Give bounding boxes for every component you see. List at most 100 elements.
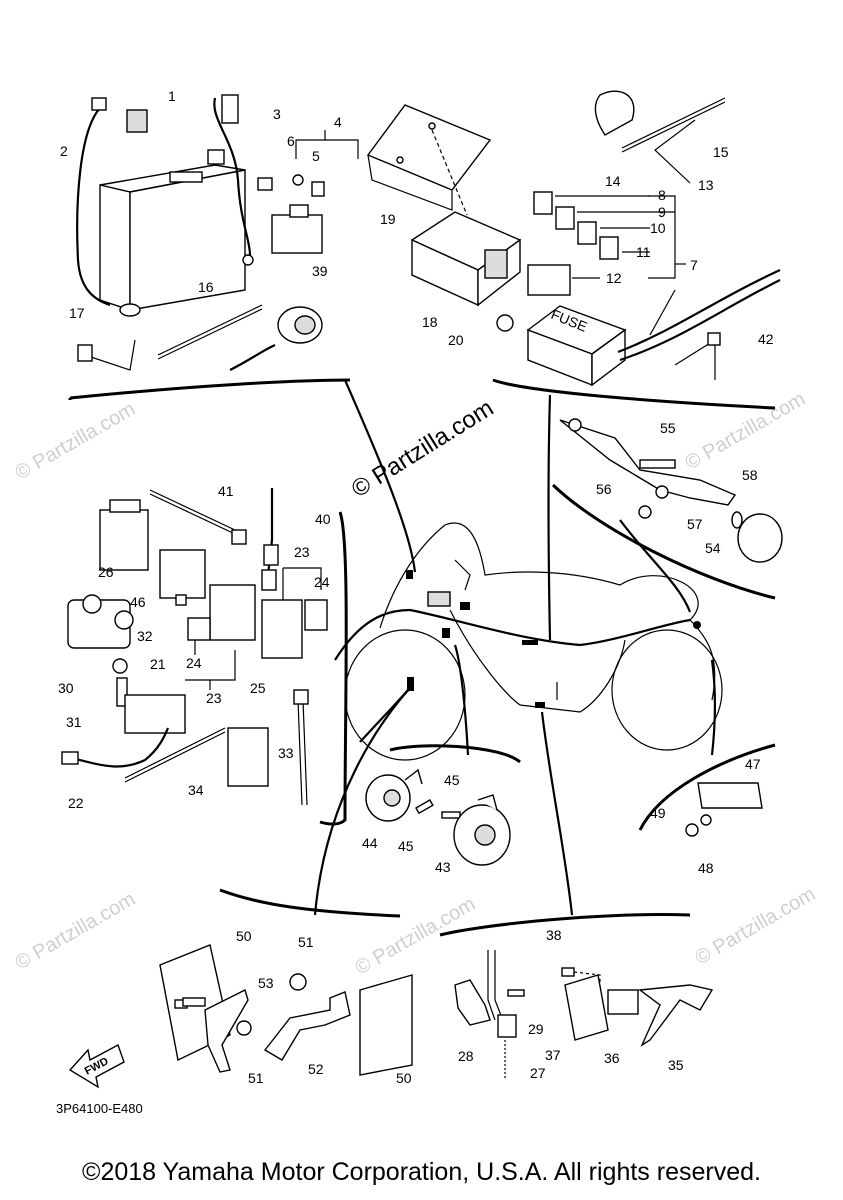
horn-group xyxy=(365,744,521,866)
callout: 49 xyxy=(650,805,666,821)
callout: 41 xyxy=(218,483,234,499)
battery-band xyxy=(84,339,136,371)
damper xyxy=(496,314,514,332)
callout: 40 xyxy=(315,511,331,527)
callout: 16 xyxy=(198,279,214,295)
cable-tie xyxy=(124,727,226,779)
callout: 7 xyxy=(690,257,698,273)
callout: 48 xyxy=(698,860,714,876)
washer xyxy=(700,814,712,826)
callout: 38 xyxy=(546,927,562,943)
callout: 32 xyxy=(137,628,153,644)
battery-cable xyxy=(213,97,252,256)
collar xyxy=(289,973,307,991)
callout: 30 xyxy=(58,680,74,696)
watermark: © Partzilla.com xyxy=(682,388,810,474)
rear-brake-switch xyxy=(497,1014,517,1038)
license-lamp-group xyxy=(638,743,776,837)
callout: 4 xyxy=(334,114,342,130)
top-group-parts: FUSE xyxy=(76,90,781,387)
callout: 23 xyxy=(294,544,310,560)
watermark: © Partzilla.com xyxy=(692,883,820,969)
callout: 39 xyxy=(312,263,328,279)
watermark: © Partzilla.com xyxy=(12,888,140,974)
relay-fuse xyxy=(311,181,325,197)
fuse xyxy=(555,206,575,230)
front-reflector-group: FWD xyxy=(68,888,413,1089)
cable-tie xyxy=(149,489,236,531)
relay xyxy=(227,727,269,787)
bolt xyxy=(507,989,525,997)
callout: 12 xyxy=(606,270,622,286)
callout: 45 xyxy=(444,772,460,788)
bolt xyxy=(116,677,128,707)
watermark-main: © Partzilla.com xyxy=(347,394,498,503)
brake-lever xyxy=(638,984,714,1047)
ecu-location xyxy=(427,591,451,607)
callout: 8 xyxy=(658,187,666,203)
bolt xyxy=(292,174,304,186)
callout: 5 xyxy=(312,148,320,164)
copyright-notice: ©2018 Yamaha Motor Corporation, U.S.A. A… xyxy=(82,1158,761,1186)
left-group-parts xyxy=(61,488,348,826)
callout-lines xyxy=(295,130,686,336)
cable-tie xyxy=(157,304,263,356)
fuse xyxy=(577,221,597,245)
callout: 57 xyxy=(687,516,703,532)
callout: 51 xyxy=(248,1070,264,1086)
starter-relay xyxy=(271,214,323,254)
battery-harness xyxy=(76,107,111,307)
callout: 3 xyxy=(273,106,281,122)
callout: 26 xyxy=(98,564,114,580)
watermark: © Partzilla.com xyxy=(12,398,140,484)
callout: 24 xyxy=(186,655,202,671)
group-frame xyxy=(389,744,521,764)
band xyxy=(674,338,716,380)
band xyxy=(297,699,303,806)
callout: 19 xyxy=(380,211,396,227)
nut xyxy=(236,1020,252,1036)
rear-reflector-group xyxy=(551,418,783,600)
callout: 47 xyxy=(745,756,761,772)
group-frame xyxy=(69,378,776,410)
group-frame xyxy=(439,913,691,937)
callout: 52 xyxy=(308,1061,324,1077)
license-lamp xyxy=(697,782,763,809)
reflector-bracket xyxy=(559,419,737,506)
relay-coupler xyxy=(304,599,328,631)
clamp xyxy=(594,90,635,136)
callout: 28 xyxy=(458,1048,474,1064)
harness-connector xyxy=(91,97,107,111)
callout: 22 xyxy=(68,795,84,811)
switch-bracket xyxy=(454,979,491,1026)
callout: 58 xyxy=(742,467,758,483)
callout: 44 xyxy=(362,835,378,851)
lead-wire xyxy=(71,727,170,768)
bolt xyxy=(415,799,434,815)
callout: 6 xyxy=(287,133,295,149)
callout: 24 xyxy=(314,574,330,590)
wire-harness xyxy=(619,279,781,362)
group-frame xyxy=(638,743,776,831)
callout: 54 xyxy=(705,540,721,556)
callout: 15 xyxy=(713,144,729,160)
callout: 56 xyxy=(596,481,612,497)
relay-coupler xyxy=(187,617,211,641)
bolt xyxy=(441,811,461,819)
fuse xyxy=(599,236,619,260)
battery xyxy=(99,109,246,311)
switch-group xyxy=(439,913,714,1080)
switch-cover xyxy=(564,974,609,1041)
callout: 31 xyxy=(66,714,82,730)
callout: 33 xyxy=(278,745,294,761)
callout: 51 xyxy=(298,934,314,950)
callout: 25 xyxy=(250,680,266,696)
callout: 46 xyxy=(130,594,146,610)
callout: 23 xyxy=(206,690,222,706)
screw xyxy=(182,997,206,1007)
callout: 42 xyxy=(758,331,774,347)
screw xyxy=(561,967,575,977)
cover-bracket xyxy=(366,104,492,191)
callout: 11 xyxy=(636,244,651,260)
reflector-bracket xyxy=(204,989,249,1073)
